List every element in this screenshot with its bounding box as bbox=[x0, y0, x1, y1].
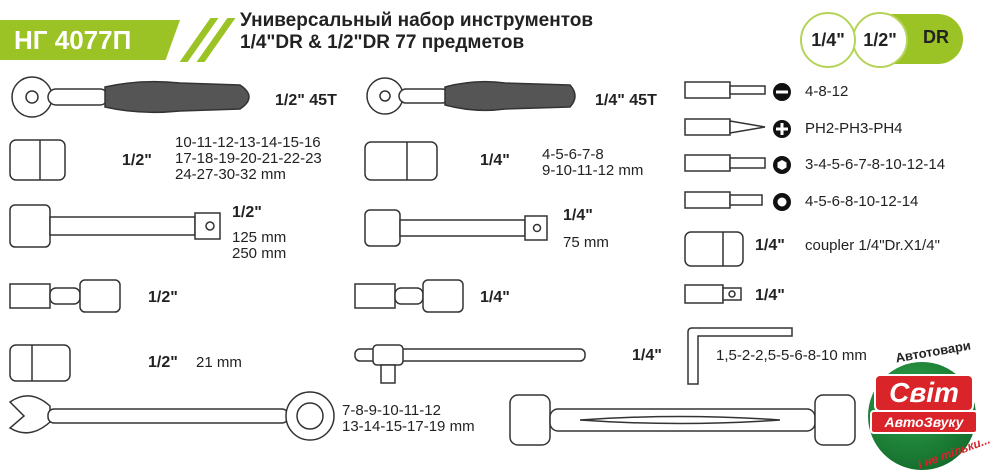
t-bar-icon bbox=[354, 344, 586, 384]
ratchet-12-icon bbox=[11, 76, 250, 118]
socket-14-drive: 1/4" bbox=[480, 152, 510, 169]
extension-12-drive: 1/2" bbox=[232, 204, 262, 221]
ratchet-14-label: 1/4" 45T bbox=[595, 92, 657, 109]
socket-12-icon bbox=[9, 139, 66, 181]
hex-key-drive: 1/4" bbox=[632, 347, 662, 364]
bit-hex-sizes: 3-4-5-6-7-8-10-12-14 bbox=[805, 156, 946, 173]
hex-key-icon bbox=[687, 327, 793, 385]
svit-avtozvuku-logo: Світ АвтоЗвуку bbox=[868, 362, 978, 470]
drive-12-badge: 1/2" bbox=[852, 12, 908, 68]
bits-icon bbox=[684, 81, 766, 209]
drive-14-badge: 1/4" bbox=[800, 12, 856, 68]
bit-type-icons bbox=[773, 83, 791, 211]
extension-14-icon bbox=[364, 209, 548, 247]
adapter-drive: 1/4" bbox=[755, 287, 785, 304]
coupler-icon bbox=[684, 231, 744, 267]
hex-key-sizes: 1,5-2-2,5-5-6-8-10 mm bbox=[716, 347, 867, 364]
extension-14-size: 75 mm bbox=[563, 234, 609, 251]
bit-torx-sizes: 4-5-6-8-10-12-14 bbox=[805, 193, 919, 210]
ratchet-14-icon bbox=[366, 77, 576, 115]
extension-14-drive: 1/4" bbox=[563, 207, 593, 224]
ujoint-12-drive: 1/2" bbox=[148, 289, 178, 306]
coupler-label: coupler 1/4"Dr.X1/4" bbox=[805, 237, 940, 254]
ujoint-14-icon bbox=[354, 279, 464, 313]
ujoint-14-drive: 1/4" bbox=[480, 289, 510, 306]
combination-wrench-icon bbox=[8, 391, 335, 441]
product-code: НГ 4077П bbox=[0, 20, 180, 60]
adapter-icon bbox=[684, 284, 742, 304]
coupler-drive: 1/4" bbox=[755, 237, 785, 254]
deep-socket-12-drive: 1/2" bbox=[148, 354, 178, 371]
logo-top-text: Автотовари bbox=[894, 337, 972, 366]
deep-socket-12-icon bbox=[9, 344, 71, 382]
socket-12-drive: 1/2" bbox=[122, 152, 152, 169]
socket-14-icon bbox=[364, 141, 438, 181]
deep-socket-12-size: 21 mm bbox=[196, 354, 242, 371]
bit-phillips-sizes: PH2-PH3-PH4 bbox=[805, 120, 903, 137]
double-end-wrench-icon bbox=[509, 394, 856, 446]
ratchet-12-label: 1/2" 45T bbox=[275, 92, 337, 109]
extension-12-icon bbox=[9, 204, 221, 248]
bit-slotted-sizes: 4-8-12 bbox=[805, 83, 849, 100]
ujoint-12-icon bbox=[9, 279, 121, 313]
